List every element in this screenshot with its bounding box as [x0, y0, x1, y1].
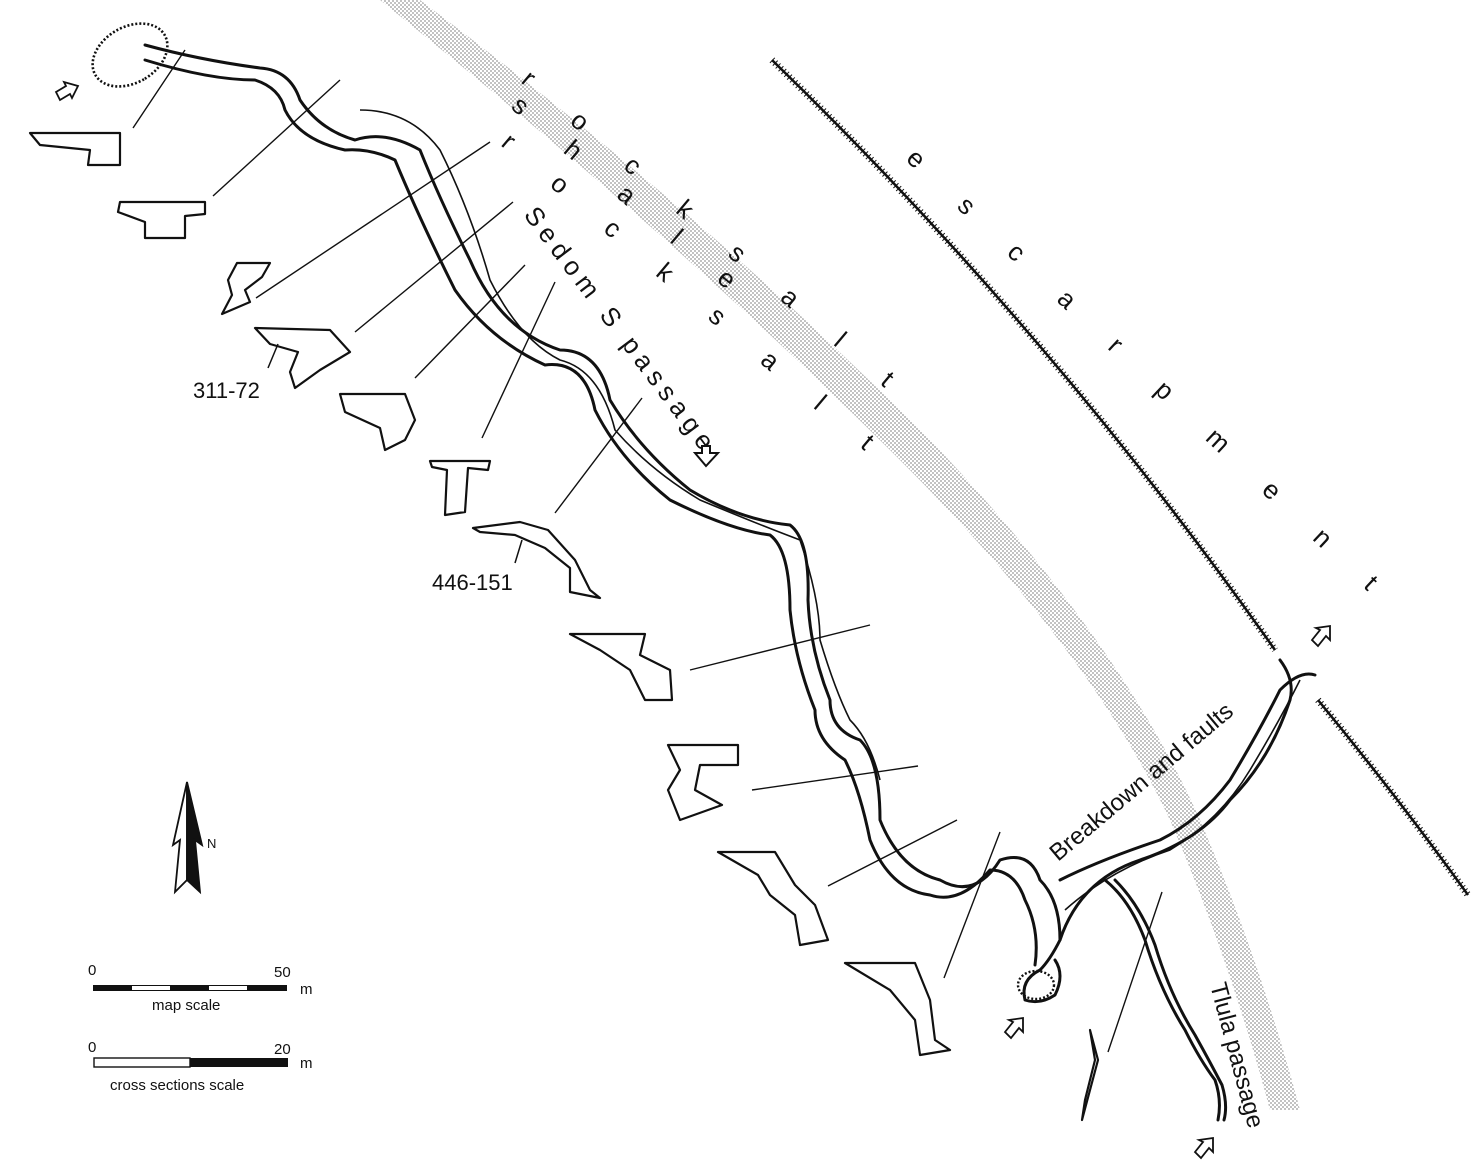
north-arrow-icon: [171, 781, 188, 895]
arrow-icon: [1003, 1016, 1024, 1040]
leader-lines: [132, 49, 1163, 1053]
svg-text:0: 0: [88, 962, 96, 979]
svg-text:map scale: map scale: [152, 997, 220, 1014]
map-scale-bar: 0 50 m map scale: [88, 962, 313, 1014]
station-label-446-151: 446-151: [432, 570, 513, 595]
arrow-icon: [692, 445, 721, 468]
escarpment-line: [769, 57, 1471, 898]
svg-text:20: 20: [274, 1041, 291, 1058]
label-shale: s h a l e: [506, 90, 761, 310]
arrow-icon: [54, 80, 80, 102]
svg-text:N: N: [207, 836, 216, 851]
cross-sections: [28, 131, 1100, 1122]
svg-text:cross sections scale: cross sections scale: [110, 1077, 244, 1094]
entrance-arrows: [54, 80, 1331, 1160]
sinkhole-top-left: [91, 22, 169, 88]
station-label-311-72: 311-72: [193, 378, 260, 403]
north-arrow: N: [171, 781, 216, 895]
svg-text:m: m: [300, 1055, 313, 1072]
svg-text:0: 0: [88, 1039, 96, 1056]
label-escarpment: e s c a r p m e n t: [901, 142, 1402, 612]
cross-sections-scale-bar: 0 20 m cross sections scale: [88, 1039, 313, 1094]
svg-text:50: 50: [274, 964, 291, 981]
label-rock-salt-outer: r o c k s a l t: [516, 64, 918, 408]
sinkhole-bottom: [1016, 969, 1056, 1001]
svg-text:m: m: [300, 981, 313, 998]
arrow-icon: [1310, 624, 1331, 648]
sedom-passage-plan: [143, 43, 1317, 1122]
arrow-icon: [1193, 1136, 1214, 1160]
